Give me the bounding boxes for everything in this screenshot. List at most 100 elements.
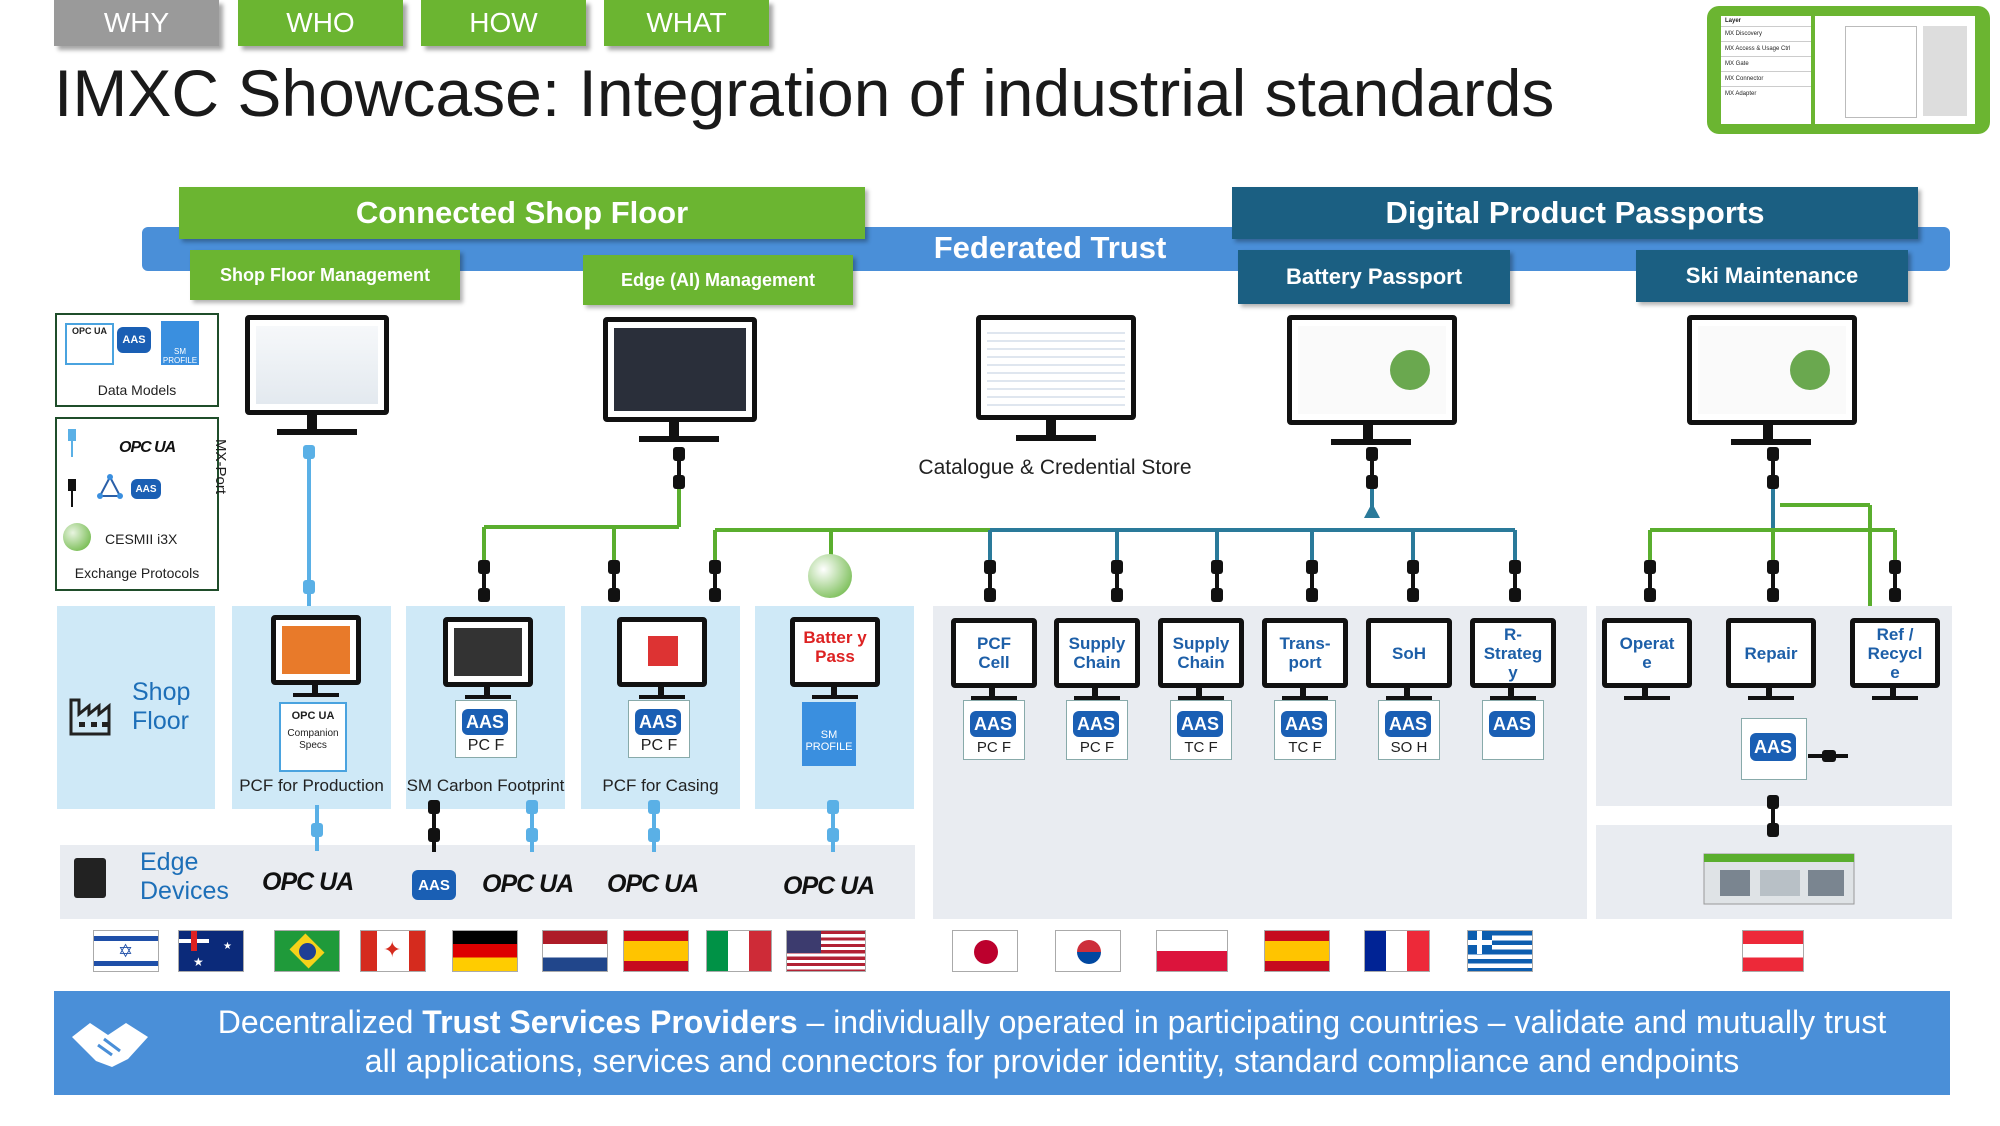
connector-plug-icon: [670, 447, 688, 500]
aas-card[interactable]: AAS: [1482, 700, 1544, 760]
flag-japan: [952, 930, 1018, 972]
ski-tile-monitor[interactable]: Ref / Recycl e: [1850, 618, 1940, 704]
connector-plug-icon: [1506, 560, 1524, 613]
shop-floor-management-bar[interactable]: Shop Floor Management: [190, 250, 460, 300]
shop-floor-management-monitor[interactable]: [245, 315, 389, 435]
passport-tile-monitor[interactable]: R- Strateg y: [1470, 618, 1556, 704]
connector-plug-icon: [1764, 560, 1782, 613]
flag-italy: [706, 930, 772, 972]
passport-tile-monitor[interactable]: Supply Chain: [1158, 618, 1244, 704]
passport-tile-monitor[interactable]: Trans- port: [1262, 618, 1348, 704]
opc-ua-logo: OPC UA: [262, 868, 354, 896]
industrial-machine-image: [1700, 840, 1860, 914]
aas-card[interactable]: AAS TC F: [1170, 700, 1232, 760]
handshake-icon: [68, 1015, 152, 1071]
flag-germany: [452, 930, 518, 972]
connector-plug-icon: [1108, 560, 1126, 613]
thumbnail-row: MX Gate: [1721, 56, 1811, 71]
aas-card-text: TC F: [1184, 739, 1218, 756]
cnc-monitor[interactable]: [271, 615, 361, 700]
battery-passport-bar[interactable]: Battery Passport: [1238, 250, 1510, 304]
catalogue-monitor[interactable]: [976, 315, 1136, 443]
shop-floor-label-panel: [57, 606, 215, 809]
ski-maintenance-bar[interactable]: Ski Maintenance: [1636, 250, 1908, 302]
tile-label: Ref / Recycl e: [1861, 625, 1929, 682]
connector-plug-icon: [1808, 747, 1848, 770]
tile-label: Supply Chain: [1065, 629, 1129, 677]
tab-how[interactable]: HOW: [421, 0, 586, 46]
flag-spain: [1264, 930, 1330, 972]
cesmii-icon: [808, 554, 852, 598]
connector-plug-icon: [65, 429, 79, 509]
flag-brazil: [274, 930, 340, 972]
connector-plug-icon: [605, 560, 623, 613]
tab-who[interactable]: WHO: [238, 0, 403, 46]
companion-specs-label: Companion Specs: [287, 728, 339, 751]
aas-icon: AAS: [970, 711, 1016, 737]
battery-pass-monitor[interactable]: Batter y Pass: [790, 617, 880, 702]
passport-tile-monitor[interactable]: Supply Chain: [1054, 618, 1140, 704]
tile-label: Operat e: [1613, 629, 1681, 677]
tab-why[interactable]: WHY: [54, 0, 219, 46]
connector-plug-icon: [308, 805, 326, 856]
sm-profile-icon: SM PROFILE: [161, 321, 199, 365]
ski-tile-monitor[interactable]: Repair: [1726, 618, 1816, 704]
edge-devices-panel: [60, 845, 915, 919]
aas-icon: AAS: [117, 327, 151, 353]
casing-monitor[interactable]: [617, 617, 707, 702]
carbon-monitor[interactable]: [443, 617, 533, 702]
ski-tile-monitor[interactable]: Operat e: [1602, 618, 1692, 704]
connector-plug-icon: [1641, 560, 1659, 613]
architecture-thumbnail[interactable]: Layer MX Discovery MX Access & Usage Ctr…: [1707, 6, 1990, 134]
flag-netherlands: [542, 930, 608, 972]
connector-plug-icon: [1764, 795, 1782, 848]
edge-ai-management-monitor[interactable]: [603, 317, 757, 442]
battery-pass-text: Batter y Pass: [801, 628, 869, 676]
connector-plug-icon: [523, 800, 541, 857]
aas-card[interactable]: AAS TC F: [1274, 700, 1336, 760]
aas-icon: AAS: [635, 709, 681, 735]
flag-france: [1364, 930, 1430, 972]
aas-icon: AAS: [1073, 711, 1119, 737]
aas-card-text: PC F: [976, 739, 1012, 756]
connector-plug-icon: [981, 560, 999, 613]
connector-plug-icon: [1363, 447, 1381, 500]
connector-plug-icon: [1764, 447, 1782, 500]
tile-label: Supply Chain: [1169, 629, 1233, 677]
data-models-label: Data Models: [97, 382, 177, 398]
aas-card-text: PC F: [1079, 739, 1115, 756]
aas-card[interactable]: AAS PC F: [963, 700, 1025, 760]
thumbnail-heading: Layer: [1725, 18, 1742, 24]
connector-plug-icon: [706, 560, 724, 613]
aas-card-text: PC F: [640, 737, 678, 754]
connector-plug-icon: [300, 562, 318, 613]
companion-specs-card[interactable]: OPC UA Companion Specs: [279, 702, 347, 772]
aas-icon: AAS: [1750, 733, 1796, 761]
aas-card[interactable]: AAS PC F: [1066, 700, 1128, 760]
edge-ai-management-bar[interactable]: Edge (AI) Management: [583, 255, 853, 305]
passport-tile-monitor[interactable]: SoH: [1366, 618, 1452, 704]
exchange-protocols-box: OPC UA AAS CESMII i3X MX-Port Exchange P…: [55, 417, 229, 591]
aas-card[interactable]: AAS SO H: [1378, 700, 1440, 760]
tab-what[interactable]: WHAT: [604, 0, 769, 46]
aas-card[interactable]: AAS: [1741, 718, 1807, 780]
cesmii-icon: [63, 523, 91, 551]
flag-canada: ✦: [360, 930, 426, 972]
graph-icon: [97, 474, 123, 500]
pcf-casing-label: PCF for Casing: [602, 776, 719, 795]
page-title: IMXC Showcase: Integration of industrial…: [54, 56, 1555, 130]
ski-maintenance-monitor[interactable]: [1687, 315, 1857, 445]
aas-card[interactable]: AAS PC F: [455, 700, 517, 758]
aas-card[interactable]: AAS PC F: [628, 700, 690, 758]
connector-plug-icon: [1303, 560, 1321, 613]
flag-poland: [1156, 930, 1228, 972]
tile-label: SoH: [1377, 629, 1441, 677]
aas-icon: AAS: [1489, 711, 1535, 737]
battery-passport-monitor[interactable]: [1287, 315, 1457, 445]
exchange-protocols-label: Exchange Protocols: [74, 565, 200, 581]
federated-trust-label: Federated Trust: [933, 230, 1167, 265]
passport-tile-monitor[interactable]: PCF Cell: [951, 618, 1037, 704]
aas-icon: AAS: [1281, 711, 1327, 737]
shop-floor-label: Shop Floor: [132, 678, 191, 735]
aas-icon: AAS: [1385, 711, 1431, 737]
